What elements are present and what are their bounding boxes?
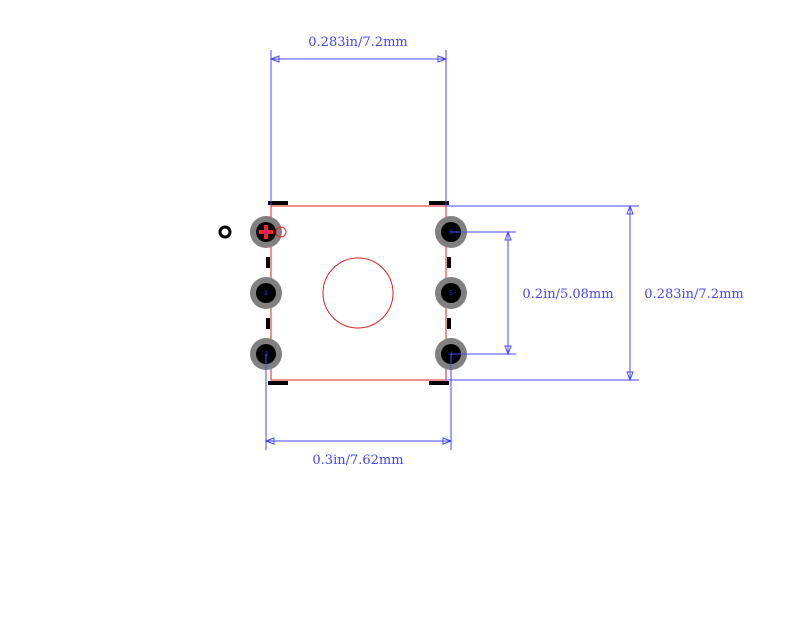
arrow-head: [504, 230, 512, 241]
dimension-label-bottom-pitch: 0.3in/7.62mm: [312, 453, 403, 468]
silk-side-mark: [266, 257, 270, 268]
dimension-label-top-width: 0.283in/7.2mm: [308, 35, 407, 50]
silk-corner-mark: [268, 381, 288, 385]
silk-corner-mark: [429, 381, 449, 385]
dimension-label-right-height: 0.283in/7.2mm: [644, 287, 743, 302]
arrow-head: [626, 371, 634, 382]
arrow-head: [442, 437, 453, 445]
pin1-plus-marker: [264, 225, 268, 239]
arrow-head: [437, 55, 448, 63]
pad-number-label: 1: [264, 229, 268, 236]
dimension-pin-span: [451, 230, 516, 356]
dimension-right-height: [446, 204, 639, 382]
pad-number-label: 5: [449, 290, 453, 297]
silk-corner-mark: [429, 201, 449, 205]
pin1-orientation-dot: [218, 225, 232, 239]
pad-number-label: 2: [264, 290, 268, 297]
actuator-circle: [322, 257, 394, 329]
silkscreen-marks: [266, 201, 451, 385]
pad-2: 2: [250, 277, 282, 309]
dimension-bottom-pitch: [264, 354, 453, 450]
silk-side-mark: [447, 257, 451, 268]
dimension-top-width: [269, 50, 448, 206]
arrow-head: [264, 437, 275, 445]
component-body-outline: [270, 205, 447, 381]
pad-1: 1: [250, 216, 287, 248]
arrow-head: [269, 55, 280, 63]
silk-side-mark: [447, 318, 451, 329]
pin1-origin-circle: [275, 226, 287, 238]
dimension-label-pin-span: 0.2in/5.08mm: [522, 287, 613, 302]
silk-corner-mark: [268, 201, 288, 205]
pad-5: 5: [435, 277, 467, 309]
silk-side-mark: [266, 318, 270, 329]
arrow-head: [504, 345, 512, 356]
arrow-head: [626, 204, 634, 215]
